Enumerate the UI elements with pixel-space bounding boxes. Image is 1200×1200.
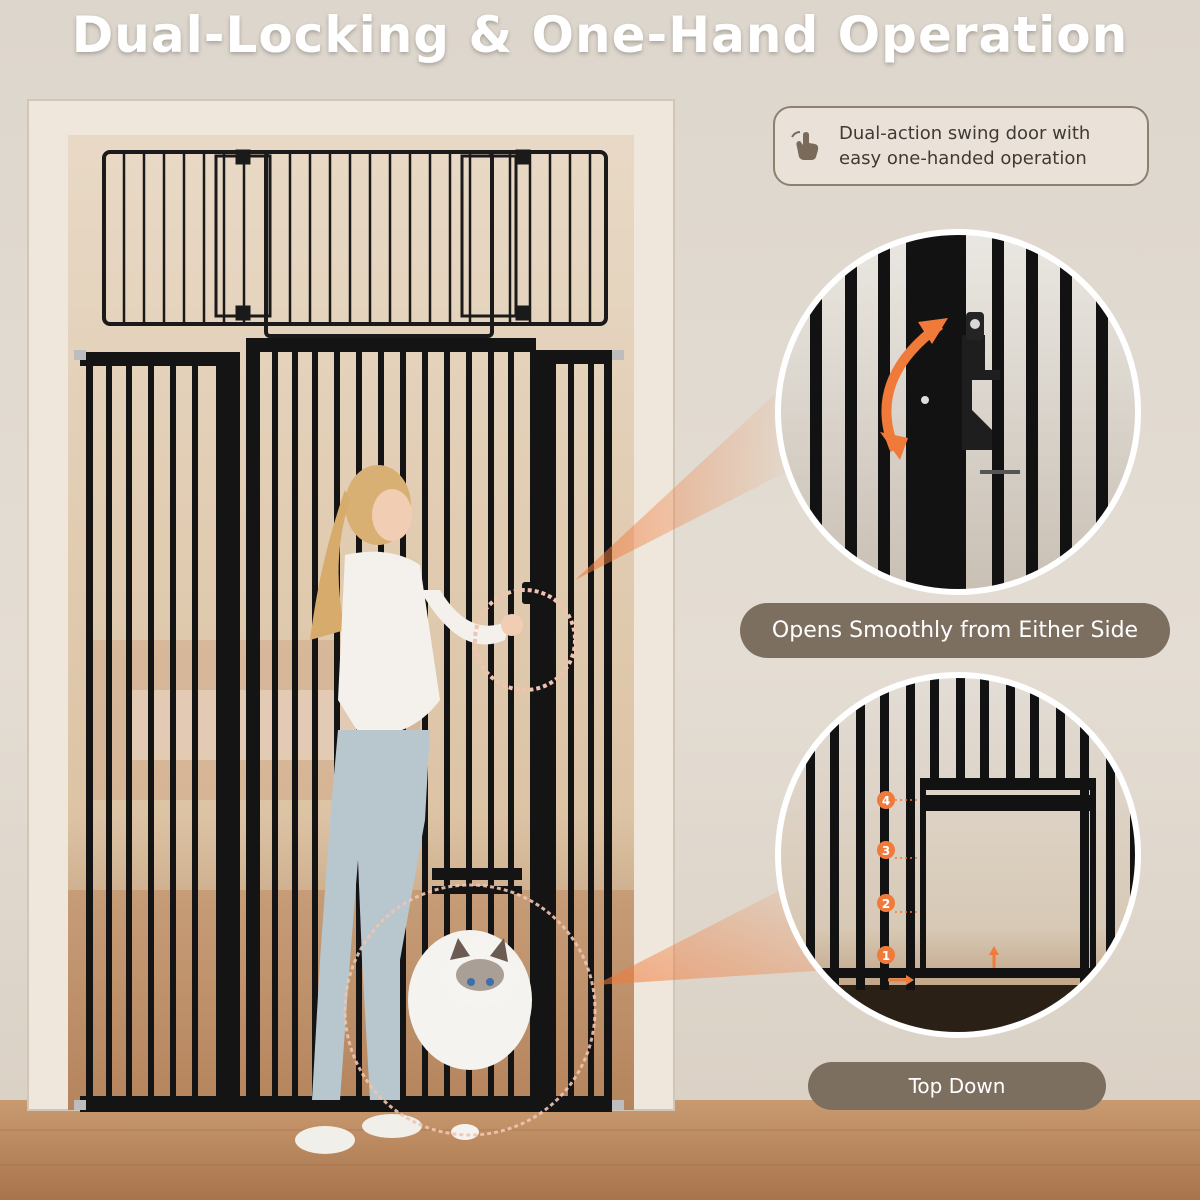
latch-highlight-ring [473, 588, 577, 692]
step-number: 3 [882, 844, 890, 858]
cat-door-caption-pill: Top Down [808, 1062, 1106, 1110]
info-callout-text: Dual-action swing door with easy one-han… [839, 121, 1090, 171]
pet-gate [80, 338, 612, 1112]
cat-door-projection-cone [595, 880, 830, 985]
latch-caption-pill: Opens Smoothly from Either Side [740, 603, 1170, 658]
step-badges: 1 2 3 4 [877, 791, 895, 964]
cat-door-highlight-ring [343, 883, 597, 1137]
step-number: 4 [882, 794, 890, 808]
step-badge [877, 791, 895, 809]
step-number: 2 [882, 897, 890, 911]
step-badge [877, 946, 895, 964]
headline: Dual-Locking & One-Hand Operation [71, 6, 1129, 64]
cat-door-zoom-circle [775, 672, 1141, 1038]
step-badge [877, 841, 895, 859]
latch-zoom-circle [775, 229, 1141, 595]
pressure-mounts [74, 350, 624, 1110]
info-line-1: Dual-action swing door with [839, 123, 1091, 144]
top-extension-panel [102, 149, 608, 338]
info-callout-box: Dual-action swing door with easy one-han… [773, 106, 1149, 186]
hand-touch-icon [791, 131, 819, 160]
info-line-2: easy one-handed operation [839, 148, 1087, 169]
cat-figure [408, 930, 532, 1140]
latch-projection-cone [575, 380, 790, 580]
floor [0, 1100, 1200, 1200]
woman-figure [295, 465, 523, 1154]
step-number: 1 [882, 949, 890, 963]
step-badge [877, 894, 895, 912]
